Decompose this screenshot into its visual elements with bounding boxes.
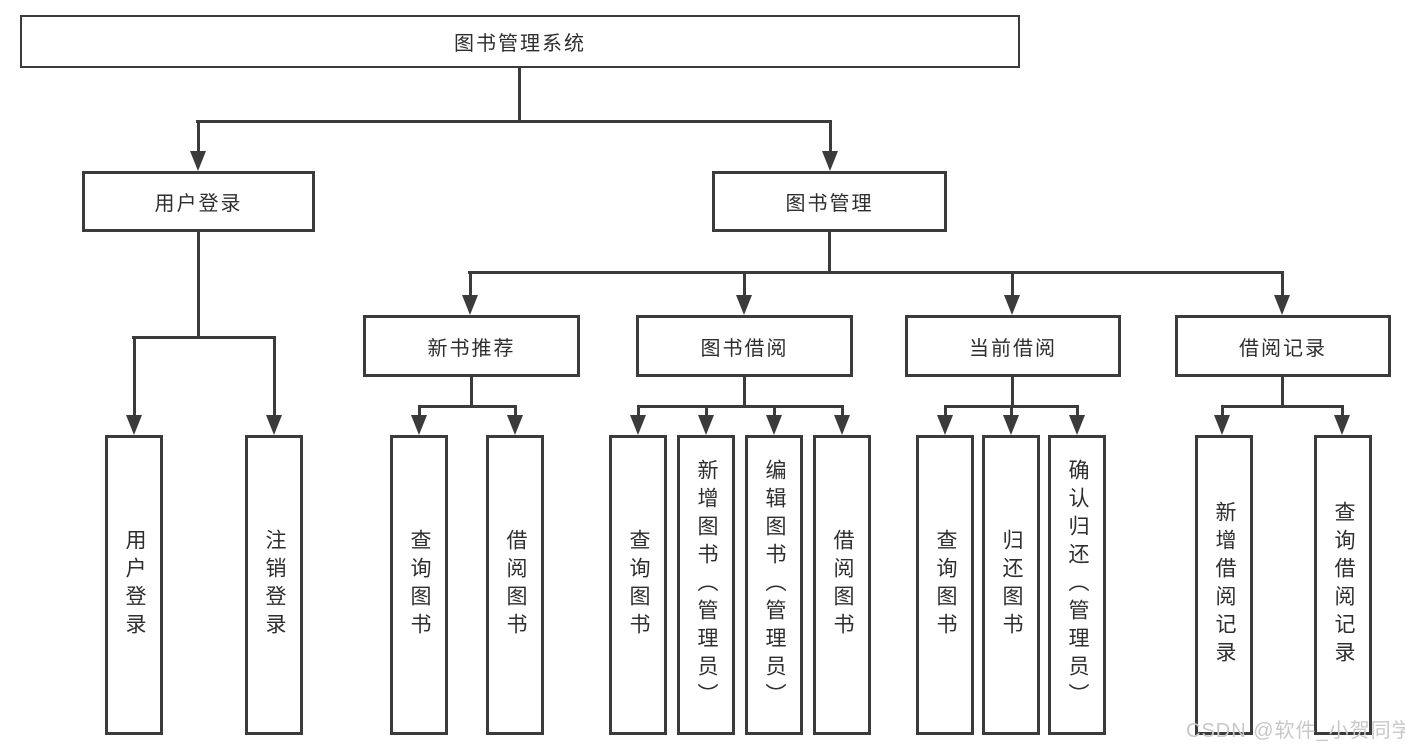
root-node-label: 图书管理系统 [454,33,586,55]
node-borrow-records: 借阅记录 [1175,315,1391,377]
connector-arrow-line [743,271,746,297]
arrow-down-icon [1003,415,1019,435]
connector-arrow-line [273,336,276,416]
leaf-borrow-query-books-label: 查询图书 [627,529,650,641]
leaf-add-book-admin-label: 新增图书（管理员） [695,459,718,711]
arrow-down-icon [736,295,752,315]
leaf-rec-borrow-books-label: 借阅图书 [504,529,527,641]
connector-arrow-line [841,405,844,417]
leaf-borrow-query-books: 查询图书 [609,435,667,735]
leaf-return-book-label: 归还图书 [1000,529,1023,641]
connector-borrow-records-stub [1281,375,1284,407]
connector-new-book-branch [418,405,516,408]
connector-arrow-line [418,405,421,417]
leaf-query-borrow-record-label: 查询借阅记录 [1332,501,1355,669]
leaf-add-borrow-record: 新增借阅记录 [1195,435,1253,735]
node-current-borrow-label: 当前借阅 [969,337,1057,360]
connector-arrow-line [1341,405,1344,417]
connector-arrow-line [1076,405,1079,417]
connector-root-stub [518,67,521,123]
leaf-logout: 注销登录 [245,435,303,735]
arrow-down-icon [507,415,523,435]
node-current-borrow: 当前借阅 [905,315,1121,377]
leaf-logout-label: 注销登录 [263,529,286,641]
connector-arrow-line [197,120,200,152]
connector-current-borrow-stub [1011,375,1014,407]
arrow-down-icon [1274,295,1290,315]
connector-book-borrow-stub [743,375,746,407]
connector-book-mgmt-branch [468,271,1284,274]
connector-user-login-branch [132,336,276,339]
arrow-down-icon [411,415,427,435]
connector-arrow-line [637,405,640,417]
connector-arrow-line [514,405,517,417]
node-new-book-recommend-label: 新书推荐 [427,337,516,360]
leaf-return-book: 归还图书 [982,435,1040,735]
leaf-confirm-return-admin-label: 确认归还（管理员） [1066,459,1089,711]
arrow-down-icon [1214,415,1230,435]
leaf-rec-query-books-label: 查询图书 [408,529,431,641]
node-new-book-recommend: 新书推荐 [363,315,580,377]
connector-borrow-records-branch [1221,405,1343,408]
connector-arrow-line [1221,405,1224,417]
arrow-down-icon [630,415,646,435]
connector-arrow-line [133,336,136,416]
leaf-edit-book-admin-label: 编辑图书（管理员） [763,459,786,711]
arrow-down-icon [834,415,850,435]
arrow-down-icon [190,151,206,171]
connector-arrow-line [944,405,947,417]
connector-arrow-line [773,405,776,417]
node-borrow-records-label: 借阅记录 [1239,337,1327,360]
connector-book-mgmt-stub [828,230,831,274]
connector-arrow-line [705,405,708,417]
arrow-down-icon [462,295,478,315]
leaf-user-login-label: 用户登录 [123,529,146,641]
node-book-borrow-label: 图书借阅 [700,337,789,360]
arrow-down-icon [766,415,782,435]
connector-book-borrow-branch [637,405,843,408]
connector-arrow-line [1011,271,1014,297]
connector-user-login-stub [197,230,200,338]
leaf-rec-query-books: 查询图书 [390,435,448,735]
arrow-down-icon [1004,295,1020,315]
arrow-down-icon [126,415,142,435]
node-user-login-label: 用户登录 [154,193,243,215]
arrow-down-icon [1069,415,1085,435]
leaf-add-book-admin: 新增图书（管理员） [677,435,735,735]
leaf-borrow-book: 借阅图书 [813,435,871,735]
leaf-query-borrow-record: 查询借阅记录 [1314,435,1372,735]
connector-root-branch [196,120,832,123]
arrow-down-icon [698,415,714,435]
arrow-down-icon [822,151,838,171]
leaf-rec-borrow-books: 借阅图书 [486,435,544,735]
arrow-down-icon [1334,415,1350,435]
connector-new-book-stub [470,375,473,407]
arrow-down-icon [937,415,953,435]
node-book-management-label: 图书管理 [785,193,874,215]
arrow-down-icon [266,415,282,435]
node-book-borrow: 图书借阅 [636,315,853,377]
node-user-login: 用户登录 [82,171,315,232]
connector-arrow-line [829,120,832,152]
leaf-confirm-return-admin: 确认归还（管理员） [1048,435,1106,735]
node-book-management: 图书管理 [712,171,947,232]
leaf-current-query-books: 查询图书 [916,435,974,735]
connector-arrow-line [1281,271,1284,297]
root-node: 图书管理系统 [20,15,1020,68]
leaf-add-borrow-record-label: 新增借阅记录 [1213,501,1236,669]
csdn-watermark: CSDN @软件_小贺同学 [1186,720,1405,742]
leaf-edit-book-admin: 编辑图书（管理员） [745,435,803,735]
leaf-user-login: 用户登录 [105,435,163,735]
connector-arrow-line [1010,405,1013,417]
connector-arrow-line [469,271,472,297]
leaf-borrow-book-label: 借阅图书 [831,529,854,641]
leaf-current-query-books-label: 查询图书 [934,529,957,641]
